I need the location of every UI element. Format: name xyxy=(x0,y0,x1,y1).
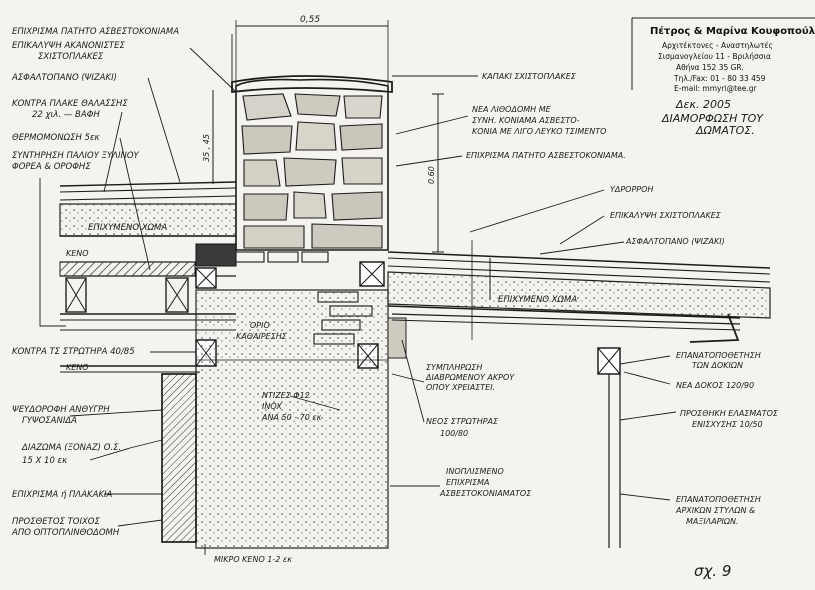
label-fill-soil-right: ΕΠΙΧΥΜΕΝΟ ΧΩΜΑ xyxy=(498,295,577,305)
label-left-gypsum: ΓΥΨΟΣΑΝΙΔΑ xyxy=(22,416,77,426)
label-repair-2: ΔΙΑΒΡΩΜΕΝΟΥ ΑΚΡΟΥ xyxy=(425,373,515,382)
label-left-insulation: ΘΕΡΜΟΜΟΝΩΣΗ 5εκ xyxy=(12,133,100,143)
dim-left-height: 35 , 45 xyxy=(202,134,211,162)
label-right-capping: ΚΑΠΑΚΙ ΣΧΙΣΤΟΠΛΑΚΕΣ xyxy=(482,72,577,81)
label-left-frame: ΦΟΡΕΑ & ΟΡΟΦΗΣ xyxy=(12,162,91,172)
label-right-gutter: ΥΔΡΟΡΡΟΗ xyxy=(610,185,653,194)
label-dowels-inox: INOX xyxy=(262,402,282,411)
label-right-posts-1: ΕΠΑΝΑΤΟΠΟΘΕΤΗΣΗ xyxy=(676,495,761,504)
office-address: Σισμανογλείου 11 - Βριλήσσια xyxy=(658,52,771,61)
office-email: E-mail: mmyri@tee.gr xyxy=(674,84,757,93)
drawing-subject-1: ΔΙΑΜΟΡΦΩΣΗ ΤΟΥ xyxy=(661,112,764,125)
label-left-cover: ΕΠΙΚΑΛΥΨΗ ΑΚΑΝΟΝΙΣΤΕΣ xyxy=(12,41,125,51)
label-left-brick: ΑΠΟ ΟΠΤΟΠΛΙΝΘΟΔΟΜΗ xyxy=(11,528,120,538)
dimension-text: 0,55 35 , 45 0.60 xyxy=(202,15,436,184)
label-left-plaster: ΕΠΙΧΡΙΣΜΑ ΠΑΤΗΤΟ ΑΣΒΕΣΤΟΚΟΝΙΑΜΑ xyxy=(12,27,179,37)
label-demolition-1: ΟΡΙΟ xyxy=(250,321,270,330)
label-fill-soil-left: ΕΠΙΧΥΜΕΝΟ ΧΩΜΑ xyxy=(88,223,167,233)
label-right-slates: ΕΠΙΚΑΛΥΨΗ ΣΧΙΣΤΟΠΛΑΚΕΣ xyxy=(610,211,722,220)
label-right-masonry-2: ΣΥΝΗ. ΚΟΝΙΑΜΑ ΑΣΒΕΣΤΟ- xyxy=(472,116,580,125)
label-reinforced-3: ΑΣΒΕΣΤΟΚΟΝΙΑΜΑΤΟΣ xyxy=(439,489,532,498)
right-roof-buildup xyxy=(387,240,771,548)
lower-masonry-wall xyxy=(195,251,407,549)
label-left-asphalt: ΑΣΦΑΛΤΟΠΑΝΟ (ΨΙΖΑΚΙ) xyxy=(11,73,117,83)
label-new-sleeper-size: 100/80 xyxy=(440,429,468,438)
title-block-text: Πέτρος & Μαρίνα Κουφοπούλου Αρχιτέκτονες… xyxy=(650,25,815,580)
label-dowels-spacing: ΑΝΑ 50 - 70 εκ xyxy=(261,413,322,422)
dim-right-height: 0.60 xyxy=(427,166,436,184)
labels-center: ΕΠΙΧΥΜΕΝΟ ΧΩΜΑ ΚΕΝΟ ΚΕΝΟ ΟΡΙΟ ΚΑΘΑΙΡΕΣΗΣ… xyxy=(66,223,532,564)
label-right-asphalt: ΑΣΦΑΛΤΟΠΑΝΟ (ΨΙΖΑΚΙ) xyxy=(625,237,725,246)
office-name: Πέτρος & Μαρίνα Κουφοπούλου xyxy=(650,25,815,37)
office-telfax: Τηλ./Fax: 01 - 80 33 459 xyxy=(673,74,766,83)
leaders-left xyxy=(39,34,237,555)
dimension-lines xyxy=(212,20,444,253)
label-left-render: ΕΠΙΧΡΙΣΜΑ ή ΠΛΑΚΑΚΙΑ xyxy=(12,490,113,500)
label-left-beltcourse: ΔΙΑΖΩΜΑ (ΞΟΝΑΖ) Ο.Σ. xyxy=(21,443,121,453)
label-new-sleeper: ΝΕΟΣ ΣΤΡΩΤΗΡΑΣ xyxy=(426,417,499,426)
label-left-maintenance: ΣΥΝΤΗΡΗΣΗ ΠΑΛΙΟΥ ΞΥΛΙΝΟΥ xyxy=(12,151,140,161)
label-left-beltcourse-size: 15 Χ 10 εκ xyxy=(22,456,67,466)
label-void-bottom: ΚΕΝΟ xyxy=(66,363,89,372)
label-right-plaster: ΕΠΙΧΡΙΣΜΑ ΠΑΤΗΤΟ ΑΣΒΕΣΤΟΚΟΝΙΑΜΑ. xyxy=(466,151,626,160)
label-void-top: ΚΕΝΟ xyxy=(66,249,89,258)
label-repair-3: ΟΠΟΥ ΧΡΕΙΑΣΤΕΙ. xyxy=(426,383,495,392)
label-left-plywood-size: 22 χιλ. — ΒΑΦΗ xyxy=(32,110,100,120)
label-small-gap: ΜΙΚΡΟ ΚΕΝΟ 1-2 εκ xyxy=(214,555,292,564)
label-reinforced-1: ΙΝΟΠΛΙΣΜΕΝΟ xyxy=(446,467,504,476)
office-city: Αθήνα 152 35 GR. xyxy=(676,63,744,72)
label-left-added-wall: ΠΡΟΣΘΕΤΟΣ ΤΟΙΧΟΣ xyxy=(12,517,100,527)
label-right-masonry-1: ΝΕΑ ΛΙΘΟΔΟΜΗ ΜΕ xyxy=(472,105,552,114)
drawing-subject-2: ΔΩΜΑΤΟΣ. xyxy=(695,124,755,137)
label-repair-1: ΣΥΜΠΛΗΡΩΣΗ xyxy=(426,363,482,372)
label-right-new-beam: ΝΕΑ ΔΟΚΟΣ 120/90 xyxy=(676,381,754,390)
label-demolition-2: ΚΑΘΑΙΡΕΣΗΣ xyxy=(236,332,288,341)
leaders-right xyxy=(289,75,677,501)
label-right-masonry-3: ΚΟΝΙΑ ΜΕ ΛΙΓΟ ΛΕΥΚΟ ΤΣΙΜΕΝΤΟ xyxy=(472,127,606,136)
label-left-plywood: ΚΟΝΤΡΑ ΠΛΑΚΕ ΘΑΛΑΣΣΗΣ xyxy=(12,99,128,109)
sheet-number: σχ. 9 xyxy=(694,562,731,580)
label-left-ceiling: ΨΕΥΔΟΡΟΦΗ ΑΝΘΥΓΡΗ xyxy=(12,405,110,415)
title-block xyxy=(631,17,815,90)
label-right-plate-1: ΠΡΟΣΘΗΚΗ ΕΛΑΣΜΑΤΟΣ xyxy=(680,409,779,418)
label-right-reinstall-1: ΕΠΑΝΑΤΟΠΟΘΕΤΗΣΗ xyxy=(676,351,761,360)
label-right-reinstall-2: ΤΩΝ ΔΟΚΙΩΝ xyxy=(692,361,743,370)
drawing-date: Δεκ. 2005 xyxy=(675,98,731,111)
label-left-sleeper: ΚΟΝΤΡΑ ΤΣ ΣΤΡΩΤΗΡΑ 40/85 xyxy=(12,347,135,357)
added-brick-wall xyxy=(161,373,197,543)
labels-left: ΕΠΙΧΡΙΣΜΑ ΠΑΤΗΤΟ ΑΣΒΕΣΤΟΚΟΝΙΑΜΑ ΕΠΙΚΑΛΥΨ… xyxy=(11,27,179,538)
label-right-plate-2: ΕΝΙΣΧΥΣΗΣ 10/50 xyxy=(692,420,763,429)
label-left-slates: ΣΧΙΣΤΟΠΛΑΚΕΣ xyxy=(38,52,104,62)
label-dowels: ΝΤΙΖΕΣ Φ12 xyxy=(262,391,310,400)
label-right-posts-2: ΑΡΧΙΚΩΝ ΣΤΥΛΩΝ & xyxy=(675,506,755,515)
label-reinforced-2: ΕΠΙΧΡΙΣΜΑ xyxy=(446,478,490,487)
office-profession: Αρχιτέκτονες - Αναστηλωτές xyxy=(662,41,773,50)
label-right-posts-3: ΜΑΞΙΛΑΡΙΩΝ. xyxy=(686,517,739,526)
stone-parapet-wall xyxy=(231,75,393,251)
dim-wall-width: 0,55 xyxy=(300,15,320,25)
labels-right: ΚΑΠΑΚΙ ΣΧΙΣΤΟΠΛΑΚΕΣ ΝΕΑ ΛΙΘΟΔΟΜΗ ΜΕ ΣΥΝΗ… xyxy=(466,72,779,526)
